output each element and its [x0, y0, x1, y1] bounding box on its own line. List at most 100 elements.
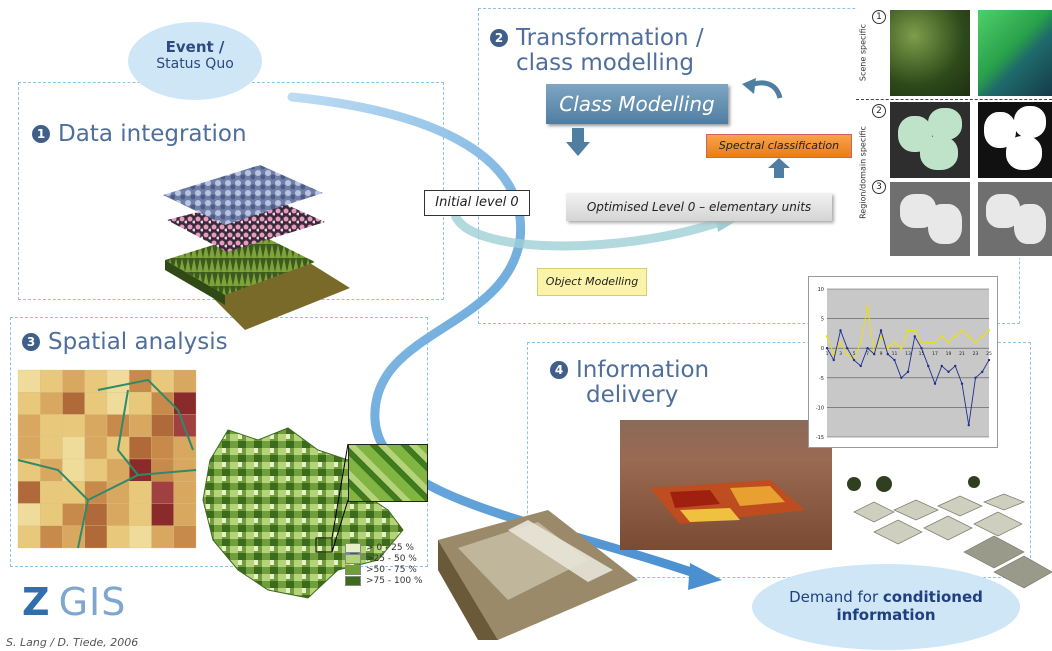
section-1-number: 1	[32, 125, 50, 143]
heatmap-cell	[129, 503, 152, 526]
series-2-point	[913, 335, 916, 338]
heatmap-cell	[173, 369, 197, 393]
row-number-1: 1	[872, 10, 886, 24]
series-1-point	[960, 329, 964, 332]
legend-item: >25 - 50 %	[345, 553, 425, 564]
section-3-frame	[10, 317, 428, 567]
series-2-point	[974, 376, 977, 379]
x-tick-label: 5	[853, 351, 856, 357]
spectral-classification-label: Spectral classification	[718, 139, 840, 152]
series-1-point	[900, 347, 903, 350]
region-thumbnail-4	[978, 182, 1052, 256]
series-2-point	[981, 370, 984, 374]
region-specific-label: Region/domain specific	[858, 126, 868, 219]
series-1-point	[920, 341, 923, 344]
logo-gis: GIS	[58, 580, 127, 624]
heatmap-cell	[84, 414, 108, 437]
series-2-point	[940, 364, 943, 368]
y-tick-label: -10	[816, 405, 824, 411]
y-tick-label: 0	[821, 346, 824, 352]
heatmap-cell	[17, 525, 41, 549]
x-tick-label: 21	[959, 351, 965, 357]
demand-bold-1: conditioned	[882, 588, 983, 606]
series-1-point	[893, 341, 896, 344]
legend-swatch-2	[345, 553, 361, 564]
series-2-point	[967, 423, 970, 427]
x-tick-label: 1	[826, 351, 829, 357]
data-layers-image	[163, 165, 350, 330]
heatmap-cell	[106, 458, 130, 482]
series-2-point	[933, 382, 937, 385]
series-1-point	[927, 341, 930, 344]
section-2-number: 2	[490, 29, 508, 47]
series-2-point	[846, 347, 849, 350]
series-2-point	[866, 347, 869, 350]
series-2-point	[947, 370, 950, 374]
row-number-2: 2	[872, 104, 886, 118]
heatmap-cell	[129, 414, 152, 437]
heatmap-cell	[17, 503, 41, 526]
legend-swatch-3	[345, 564, 361, 575]
series-1-point	[859, 341, 862, 344]
x-tick-label: 11	[892, 351, 898, 357]
section-4-number: 4	[550, 361, 568, 379]
heatmap-cell	[62, 369, 85, 393]
heatmap-cell	[40, 414, 63, 437]
grid-heatmap	[17, 369, 197, 549]
demand-prefix: Demand for	[789, 588, 883, 606]
region-thumbnail-2	[978, 102, 1052, 178]
heatmap-cell	[84, 392, 108, 415]
heatmap-cell	[173, 481, 197, 504]
legend-swatch-1	[345, 542, 361, 553]
event-bubble: Event / Status Quo	[128, 22, 262, 100]
down-arrow-icon	[566, 128, 590, 156]
series-1-point	[879, 335, 883, 338]
section-4-frame	[527, 342, 1031, 578]
terrain-3d-image	[620, 420, 832, 550]
series-1-point	[913, 329, 916, 332]
heatmap-cell	[62, 414, 85, 437]
series-1-point	[981, 335, 984, 338]
heatmap-cell	[151, 481, 174, 504]
transformation-title: Transformation /	[516, 25, 704, 51]
series-2-point	[954, 364, 957, 368]
delivery-title: delivery	[586, 382, 679, 409]
series-1-point	[947, 341, 950, 344]
initial-level-box: Initial level 0	[424, 190, 530, 216]
heatmap-cell	[129, 481, 152, 504]
x-tick-label: 17	[932, 351, 938, 357]
series-1-point	[933, 341, 937, 344]
region-thumbnail-1	[890, 102, 970, 178]
heatmap-cell	[40, 481, 63, 504]
camp-tents-image	[847, 476, 1052, 589]
map-zoom-inset	[348, 444, 428, 502]
series-1-point	[940, 335, 943, 338]
y-tick-label: 5	[821, 317, 824, 323]
class-modelling-title: class modelling	[516, 50, 694, 77]
information-title: Information	[576, 357, 710, 383]
heatmap-cell	[173, 525, 197, 549]
legend-item: >50 - 75 %	[345, 564, 425, 575]
heatmap-cell	[84, 436, 108, 460]
series-1-point	[954, 335, 957, 338]
heatmap-cell	[40, 369, 63, 393]
y-tick-label: -5	[819, 376, 824, 382]
series-1-point	[832, 352, 835, 356]
heatmap-cell	[84, 525, 108, 549]
x-tick-label: 3	[839, 351, 842, 357]
classification-thumbnails: Scene specific Region/domain specific 1 …	[856, 8, 1052, 258]
heatmap-cell	[40, 525, 63, 549]
series-2-point	[900, 376, 903, 379]
series-1-point	[906, 329, 910, 332]
object-modelling-label: Object Modelling	[545, 275, 639, 288]
optimised-level-box: Optimised Level 0 – elementary units	[566, 193, 832, 221]
series-2-point	[920, 347, 923, 350]
heatmap-cell	[106, 503, 130, 526]
heatmap-cell	[151, 369, 174, 393]
series-1-point	[866, 305, 869, 308]
heatmap-cell	[129, 392, 152, 415]
